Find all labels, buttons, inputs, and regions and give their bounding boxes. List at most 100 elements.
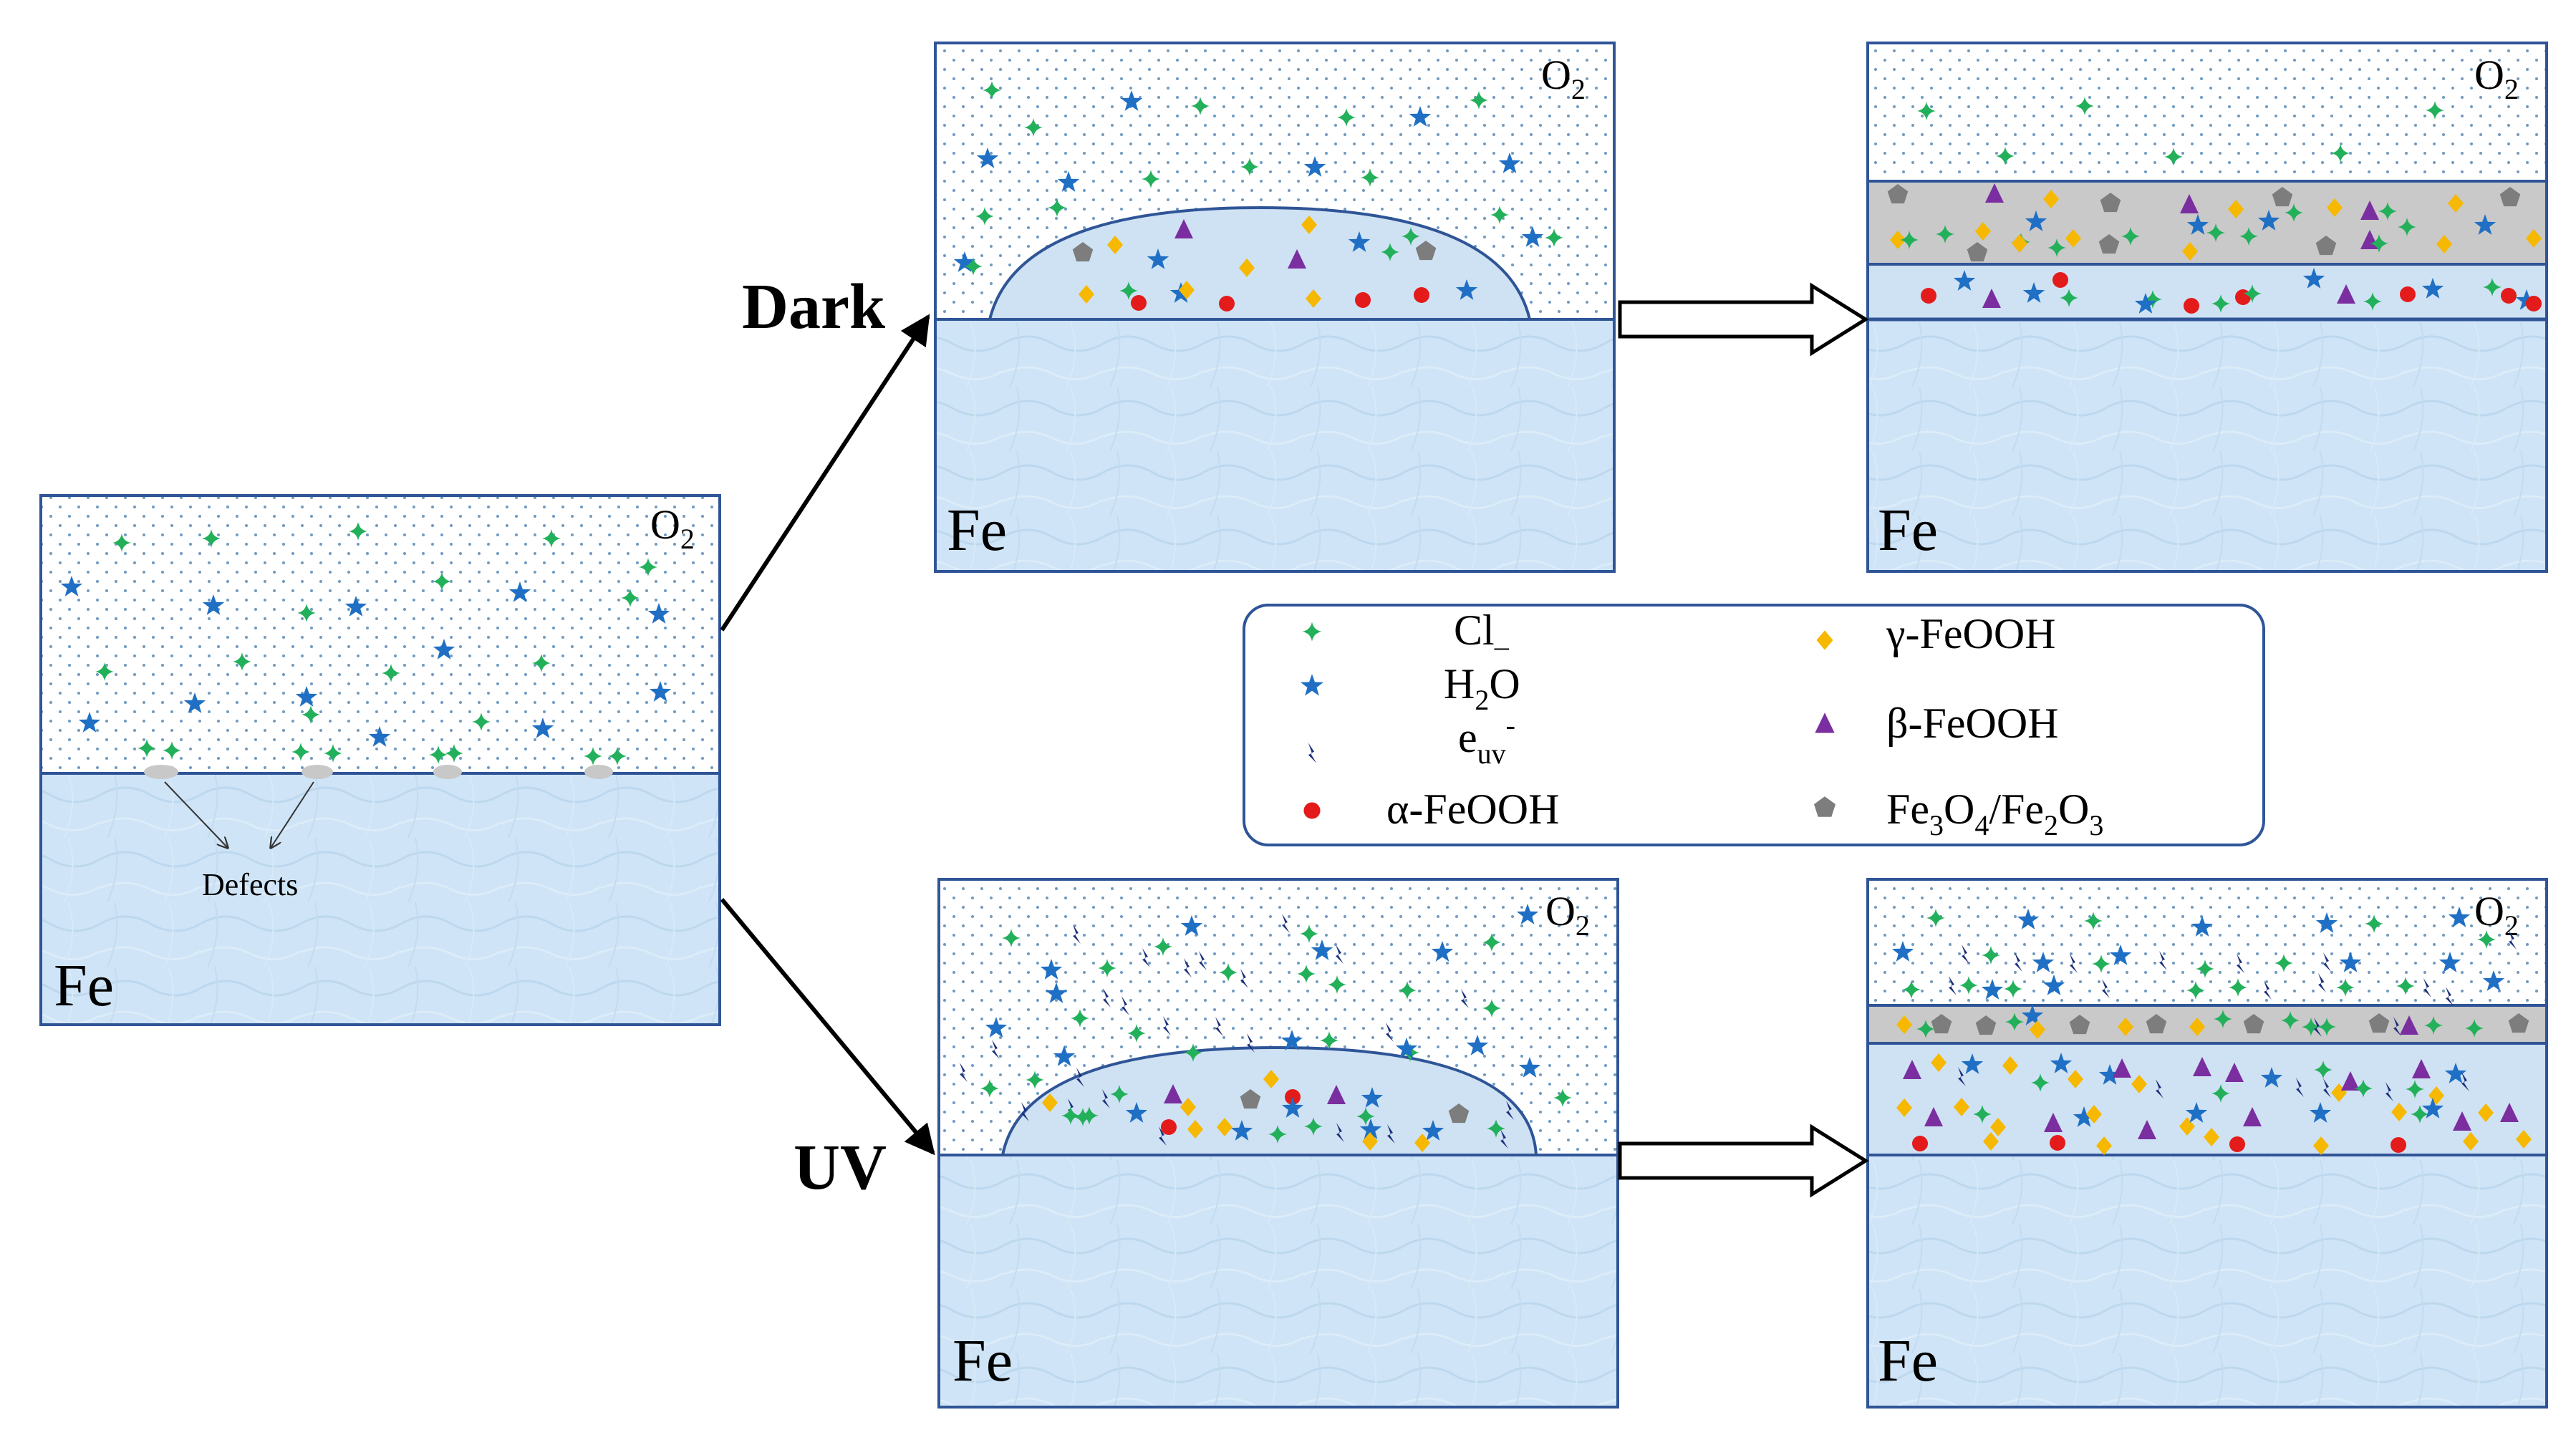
uv-electron-icon <box>1102 1089 1110 1108</box>
chloride-ion-icon <box>1936 225 1954 243</box>
uv-electron-icon <box>1336 944 1344 964</box>
water-molecule-icon <box>2098 1064 2121 1085</box>
gamma-feooh-icon <box>1975 222 1991 241</box>
gamma-feooh-icon <box>1180 1098 1196 1116</box>
chloride-ion-icon <box>975 207 994 226</box>
oxygen-label: O2 <box>1541 52 1586 105</box>
chloride-ion-icon <box>1487 1119 1505 1138</box>
species-layer <box>960 904 1572 1152</box>
gamma-feooh-icon <box>2391 1103 2407 1121</box>
chloride-ion-icon <box>2211 1084 2230 1103</box>
uv-electron-icon <box>1387 1124 1395 1144</box>
water-molecule-icon <box>2444 1063 2467 1083</box>
chloride-ion-icon <box>2031 1073 2050 1092</box>
beta-feooh-icon <box>1985 183 2004 203</box>
beta-feooh-icon <box>1327 1085 1346 1104</box>
chloride-ion-icon <box>983 81 1001 100</box>
uv-electron-icon <box>2386 1082 2393 1101</box>
alpha-feooh-icon <box>1414 287 1429 303</box>
legend-items: Cl–H2Oeuv-α-FeOOHγ-FeOOHβ-FeOOHFe3O4/Fe2… <box>1301 607 2103 841</box>
uv-condition-label: UV <box>793 1132 887 1203</box>
surface-defect <box>144 765 178 779</box>
chloride-ion-icon <box>472 712 491 731</box>
water-molecule-icon <box>1348 231 1371 252</box>
legend-item-alpha: α-FeOOH <box>1303 786 1559 833</box>
water-molecule-icon <box>1281 1097 1304 1118</box>
water-molecule-icon <box>183 692 206 713</box>
gamma-feooh-icon <box>1896 1015 1912 1034</box>
gamma-feooh-icon <box>2204 1128 2219 1146</box>
alpha-feooh-icon <box>2052 272 2068 288</box>
uv-electron-icon <box>2296 1078 2304 1097</box>
chloride-ion-icon <box>1900 231 1919 249</box>
water-molecule-icon <box>2339 952 2362 972</box>
legend-label-h2o: H2O <box>1444 660 1520 716</box>
panel-frame <box>937 878 1619 1409</box>
oxygen-label: O2 <box>2474 52 2519 105</box>
beta-feooh-icon <box>2113 1058 2131 1078</box>
chloride-ion-icon <box>1381 243 1399 261</box>
legend-label-beta: β-FeOOH <box>1886 700 2059 747</box>
chloride-ion-icon <box>1356 1107 1375 1126</box>
chloride-ion-icon <box>2004 980 2022 998</box>
uv-electron-icon <box>1336 1123 1344 1142</box>
iron-oxide-icon <box>1240 1089 1261 1109</box>
iron-oxide-icon <box>2098 234 2120 254</box>
uv-electron-icon <box>2102 979 2110 998</box>
beta-feooh-icon <box>2180 194 2199 213</box>
chloride-ion-icon <box>2365 914 2383 933</box>
alpha-feooh-icon <box>2184 298 2199 314</box>
water-molecule-icon <box>344 596 367 617</box>
legend-item-beta: β-FeOOH <box>1815 700 2059 747</box>
water-molecule-icon <box>2474 214 2497 235</box>
uv-electron-icon <box>1163 1016 1171 1035</box>
beta-feooh-icon <box>1164 1084 1182 1103</box>
water-molecule-icon <box>295 686 318 707</box>
uv-electron-icon <box>2446 987 2454 1006</box>
water-molecule-icon <box>1361 1087 1384 1108</box>
chloride-ion-icon <box>1398 981 1417 1000</box>
gamma-feooh-icon <box>2228 200 2244 218</box>
uv-electron-icon <box>1076 1068 1084 1087</box>
legend-item-fe3o4: Fe3O4/Fe2O3 <box>1814 786 2103 841</box>
chloride-ion-icon <box>2214 1010 2232 1028</box>
water-molecule-icon <box>60 576 83 596</box>
chloride-ion-icon <box>1328 975 1346 994</box>
water-molecule-icon <box>2185 1102 2208 1123</box>
gamma-feooh-icon <box>1107 236 1123 254</box>
beta-feooh-icon <box>2225 1063 2244 1082</box>
iron-oxide-icon <box>2508 1013 2529 1033</box>
chloride-ion-icon <box>2302 1018 2320 1036</box>
water-molecule-icon <box>647 603 670 624</box>
uv-electron-icon <box>2070 954 2078 973</box>
chloride-ion-icon <box>1482 933 1501 952</box>
uv-electron-icon <box>1247 1033 1255 1053</box>
chloride-ion-icon <box>1917 102 1936 120</box>
water-molecule-icon <box>1466 1035 1489 1055</box>
iron-oxide-icon <box>2146 1014 2167 1034</box>
chloride-ion-icon <box>302 705 320 724</box>
gamma-feooh-icon <box>2131 1075 2147 1093</box>
panel-frame <box>1866 42 2548 573</box>
gamma-feooh-icon <box>1187 1120 1203 1139</box>
green-cross-icon <box>1302 622 1322 642</box>
surface-defect <box>302 765 333 779</box>
chloride-ion-icon <box>1098 959 1116 977</box>
legend-label-alpha: α-FeOOH <box>1386 786 1559 833</box>
species-layer <box>953 81 1563 311</box>
chloride-ion-icon <box>1982 946 2000 965</box>
water-molecule-icon <box>1422 1120 1444 1141</box>
gamma-feooh-icon <box>2448 194 2464 213</box>
chloride-ion-icon <box>1119 281 1138 300</box>
chloride-ion-icon <box>1973 1105 1992 1124</box>
panel-frame <box>934 42 1616 573</box>
chloride-ion-icon <box>2206 223 2225 242</box>
water-molecule-icon <box>2021 1005 2044 1025</box>
alpha-feooh-icon <box>2391 1137 2406 1153</box>
iron-oxide-icon <box>1967 242 1988 262</box>
chloride-ion-icon <box>1127 1024 1146 1043</box>
water-molecule-icon <box>2421 1098 2444 1118</box>
chloride-ion-icon <box>2084 912 2103 930</box>
chloride-ion-icon <box>1916 1020 1935 1038</box>
uv-electron-icon <box>1103 988 1111 1008</box>
